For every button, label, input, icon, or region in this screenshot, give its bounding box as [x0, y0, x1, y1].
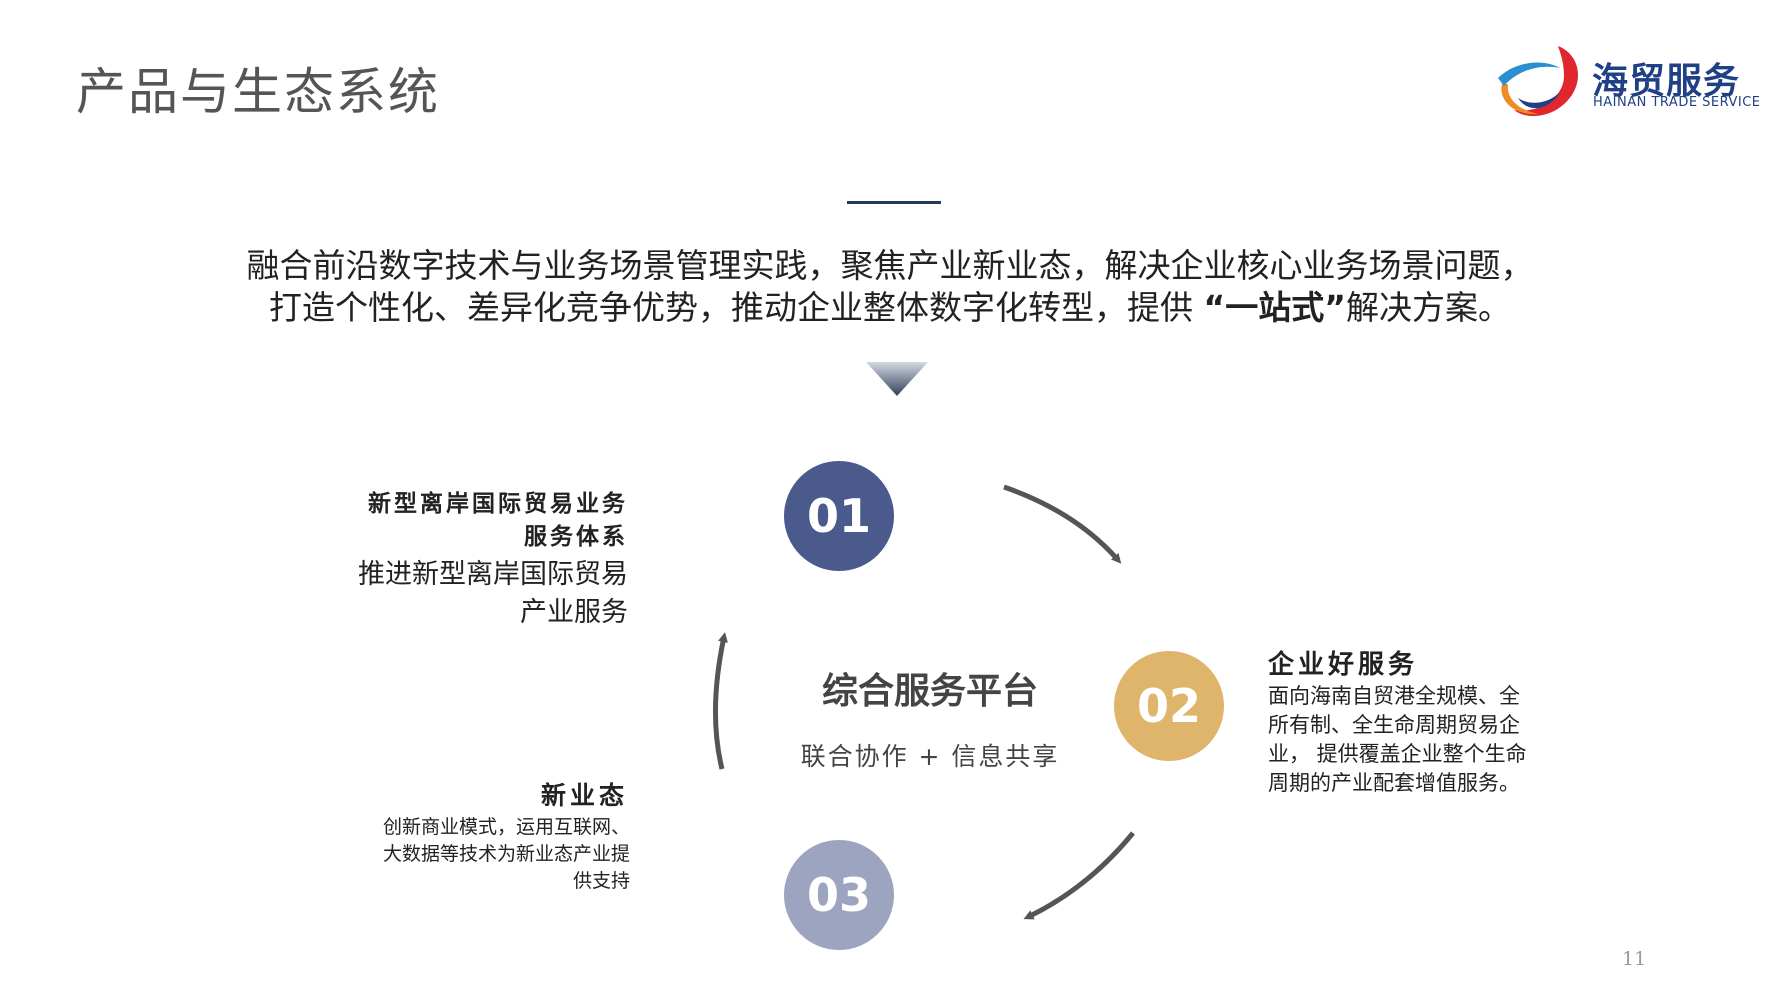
logo-name-cn: 海贸服务: [1592, 61, 1741, 102]
title-divider: [847, 201, 941, 204]
step-01-desc-line-1: 推进新型离岸国际贸易: [358, 559, 628, 590]
arrow-1-to-2-icon: [1003, 484, 1122, 564]
step-01-title: 新型离岸国际贸易业务 服务体系: [300, 488, 628, 554]
step-01-title-line-2: 服务体系: [524, 524, 628, 550]
intro-line-2-after: 解决方案。: [1345, 288, 1511, 327]
center-title: 综合服务平台: [821, 671, 1038, 712]
step-01-desc-line-2: 产业服务: [520, 597, 628, 628]
intro-line-2-before: 打造个性化、差异化竞争优势，推动企业整体数字化转型，提供: [269, 288, 1204, 327]
step-02-circle: 02: [1114, 651, 1224, 761]
down-triangle-icon: [866, 362, 928, 396]
step-03-desc-line-1: 创新商业模式，运用互联网、: [382, 816, 630, 838]
step-02-title: 企业好服务: [1268, 650, 1419, 680]
swoosh-logo-icon: [1498, 46, 1578, 116]
step-03-desc: 创新商业模式，运用互联网、 大数据等技术为新业态产业提 供支持: [340, 814, 630, 895]
step-03-desc-line-3: 供支持: [572, 870, 630, 892]
page-title: 产品与生态系统: [76, 63, 440, 121]
step-01-desc: 推进新型离岸国际贸易 产业服务: [300, 556, 628, 632]
step-01-title-line-1: 新型离岸国际贸易业务: [368, 491, 628, 517]
intro-line-2: 打造个性化、差异化竞争优势，推动企业整体数字化转型，提供 “一站式”解决方案。: [140, 287, 1640, 329]
step-02-desc-line-3: 业， 提供覆盖企业整个生命: [1268, 742, 1527, 766]
center-subtitle: 联合协作 + 信息共享: [800, 742, 1060, 771]
step-02-desc: 面向海南自贸港全规模、全 所有制、全生命周期贸易企 业， 提供覆盖企业整个生命 …: [1268, 682, 1568, 798]
page-number: 11: [1622, 948, 1647, 970]
intro-line-1: 融合前沿数字技术与业务场景管理实践，聚焦产业新业态，解决企业核心业务场景问题，: [246, 246, 1534, 285]
arrow-3-to-1-icon: [713, 632, 728, 770]
step-03-title: 新业态: [540, 781, 628, 810]
arrow-2-to-3-icon: [1023, 831, 1135, 920]
step-02-desc-line-4: 周期的产业配套增值服务。: [1268, 771, 1520, 795]
intro-emphasis: “一站式”: [1203, 288, 1346, 327]
intro-text: 融合前沿数字技术与业务场景管理实践，聚焦产业新业态，解决企业核心业务场景问题， …: [140, 245, 1640, 329]
step-03-circle: 03: [784, 840, 894, 950]
step-02-desc-line-1: 面向海南自贸港全规模、全: [1268, 684, 1520, 708]
step-03-desc-line-2: 大数据等技术为新业态产业提: [382, 843, 630, 865]
logo-name-en: HAINAN TRADE SERVICE: [1593, 95, 1761, 110]
step-02-desc-line-2: 所有制、全生命周期贸易企: [1268, 713, 1520, 737]
step-01-circle: 01: [784, 461, 894, 571]
